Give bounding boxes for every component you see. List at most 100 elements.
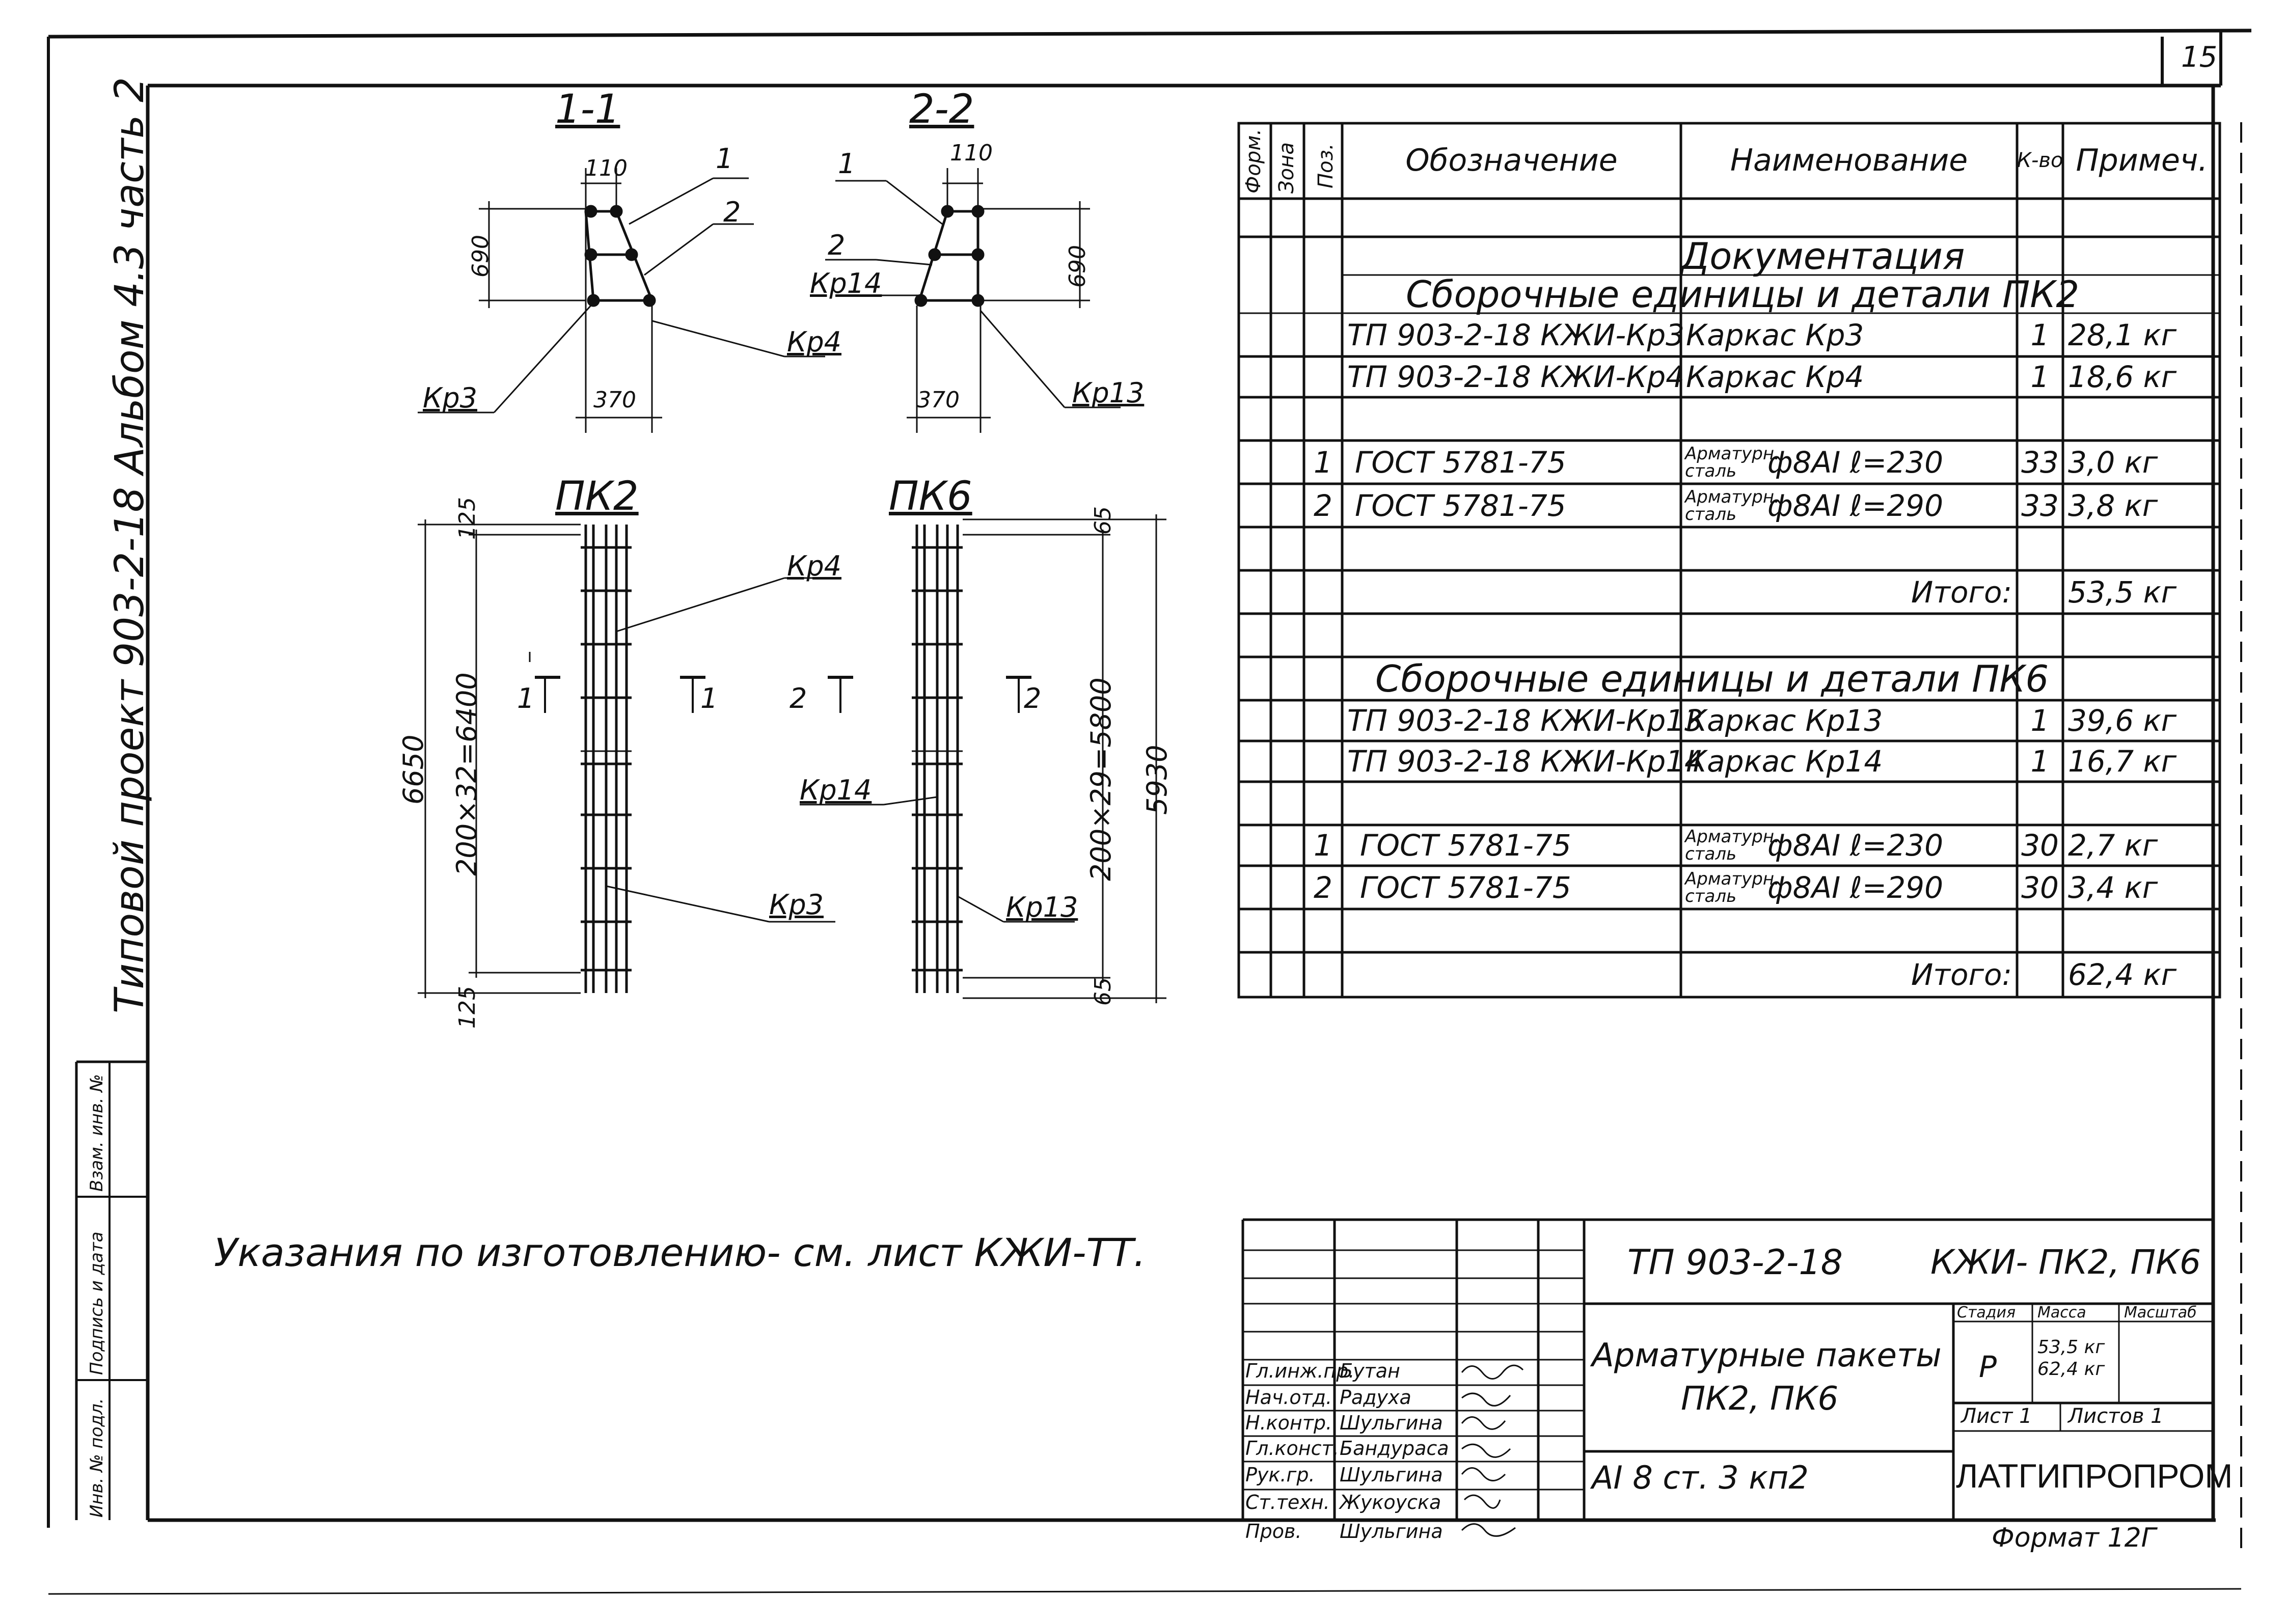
sign-role-4: Гл.конст. [1245,1437,1339,1460]
section-1-1-pos-2: 2 [723,196,741,228]
pk6-row4-name-material: Арматурн.сталь [1685,866,1780,909]
pk2-row4-name-material: Арматурн.сталь [1685,484,1780,527]
tb-material: АI 8 ст. 3 кп2 [1592,1459,1809,1496]
section-1-1-frame-b: Кр3 [423,382,477,414]
pk2-row3-qty: 33 [2021,445,2059,480]
pk6-row1-designation: ТП 903-2-18 КЖИ-Кр13 [1347,703,1703,738]
pk2-title: ПК2 [555,474,639,519]
pk2-row3-name-bottom: сталь [1685,460,1737,481]
header-name: Наименование [1730,143,1968,178]
pk2-row3-designation: ГОСТ 5781-75 [1355,445,1566,480]
section-pk6: Сборочные единицы и детали ПК6 [1375,657,2049,700]
pk2-row1-name: Каркас Кр3 [1686,317,1864,352]
section-1-1-dim-top: 110 [585,155,628,181]
pk2-row3-name-material: Арматурн.сталь [1685,441,1780,484]
pk2-total-label: Итого: [1911,574,2012,610]
sign-name-1: Бутан [1340,1360,1400,1382]
pk6-row4-name-top: Арматурн. [1685,868,1780,889]
section-documentation: Документация [1681,234,1965,278]
tb-mass-1: 53,5 кг [2037,1337,2105,1358]
pk6-row3-name-spec: ф8АI ℓ=230 [1767,828,1943,863]
tb-title-line1: Арматурные пакеты [1592,1337,1942,1374]
sign-name-4: Бандураса [1340,1437,1449,1460]
sign-role-6: Ст.техн. [1245,1491,1330,1513]
pk2-row3-name-top: Арматурн. [1685,443,1780,464]
pk2-row1-note: 28,1 кг [2068,317,2177,352]
tb-stage-label: Стадия [1957,1304,2016,1322]
section-2-2-dim-top: 110 [950,140,993,166]
pk6-cut-left: 2 [790,682,807,714]
sign-name-6: Жукоуска [1340,1491,1441,1513]
pk6-total-label: Итого: [1911,957,2012,992]
pk6-row2-note: 16,7 кг [2068,744,2177,779]
pk6-total-value: 62,4 кг [2068,957,2177,992]
pk6-row3-name-material: Арматурн.сталь [1685,825,1780,866]
pk6-row3-pos: 1 [1314,828,1332,863]
section-1-1-dim-bottom: 370 [593,387,636,413]
pk6-row4-note: 3,4 кг [2068,870,2158,905]
section-2-2-dim-bottom: 370 [917,387,960,413]
section-1-1-shape [418,168,825,433]
pk6-row4-name-bottom: сталь [1685,886,1737,906]
pk6-row4-name-spec: ф8АI ℓ=290 [1767,870,1943,905]
section-2-2-frame-a: Кр14 [810,267,882,299]
pk6-row3-name-top: Арматурн. [1685,827,1780,847]
sign-name-7: Шульгина [1340,1520,1443,1543]
tb-mass-label: Масса [2037,1304,2086,1322]
pk2-row4-pos: 2 [1314,488,1332,523]
tb-stage: Р [1979,1350,1997,1384]
pk2-row2-note: 18,6 кг [2068,360,2177,394]
pk6-row4-qty: 30 [2021,870,2059,905]
pk6-row3-designation: ГОСТ 5781-75 [1360,828,1571,863]
pk2-cut-right: 1 [700,682,718,714]
pk2-row3-note: 3,0 кг [2068,445,2158,480]
sign-role-2: Нач.отд. [1245,1386,1332,1409]
sign-name-2: Радуха [1340,1386,1411,1409]
pk2-frame-bottom: Кр3 [769,889,824,921]
pk2-row3-name-spec: ф8АI ℓ=230 [1767,445,1943,480]
pk2-row2-name: Каркас Кр4 [1686,360,1864,394]
pk6-row2-name: Каркас Кр14 [1686,744,1883,779]
pk2-row4-name-top: Арматурн. [1685,486,1780,507]
header-qty: К-во [2017,149,2063,172]
section-2-2-pos-2: 2 [828,229,846,261]
pk6-frame-bottom: Кр13 [1006,891,1078,923]
pk6-row1-name: Каркас Кр13 [1686,703,1883,738]
pk2-row1-designation: ТП 903-2-18 КЖИ-Кр3 [1347,317,1685,352]
pk2-row4-note: 3,8 кг [2068,488,2158,523]
section-pk2: Сборочные единицы и детали ПК2 [1406,272,2080,316]
pk6-cut-right: 2 [1024,682,1042,714]
specification-table: Форм. Зона Поз. Обозначение Наименование… [1237,122,2221,999]
pk6-elevation [800,514,1166,1003]
sign-role-5: Рук.гр. [1245,1464,1315,1486]
section-1-1-frame-a: Кр4 [787,326,841,358]
section-2-2-pos-1: 1 [838,148,856,180]
sign-name-3: Шульгина [1340,1412,1443,1434]
section-2-2-title: 2-2 [909,87,974,132]
manufacturing-notes: Указания по изготовлению- см. лист КЖИ-Т… [214,1230,1146,1275]
tb-organization: ЛАТГИПРОПРОМ [1956,1457,2233,1495]
pk6-title: ПК6 [889,474,972,519]
pk6-row4-pos: 2 [1314,870,1332,905]
pk2-frame-top: Кр4 [787,550,841,582]
tb-sheets-label: Листов 1 [2068,1405,2164,1428]
section-2-2-shape [825,168,1121,433]
sign-name-5: Шульгина [1340,1464,1443,1486]
pk6-row2-designation: ТП 903-2-18 КЖИ-Кр14 [1347,744,1703,779]
pk2-row3-pos: 1 [1314,445,1332,480]
pk2-row4-name-bottom: сталь [1685,504,1737,525]
section-1-1-title: 1-1 [555,87,620,132]
tb-mass-2: 62,4 кг [2037,1359,2105,1380]
pk6-row2-qty: 1 [2030,744,2050,779]
tb-title-line2: ПК2, ПК6 [1681,1380,1839,1418]
pk2-total-value: 53,5 кг [2068,574,2177,610]
pk2-row4-name-spec: ф8АI ℓ=290 [1767,488,1943,523]
spec-grid [1237,122,2221,999]
header-note: Примеч. [2076,143,2208,178]
sign-role-7: Пров. [1245,1520,1302,1543]
section-1-1-pos-1: 1 [716,143,733,175]
pk6-row3-note: 2,7 кг [2068,828,2158,863]
pk2-row2-qty: 1 [2030,360,2050,394]
